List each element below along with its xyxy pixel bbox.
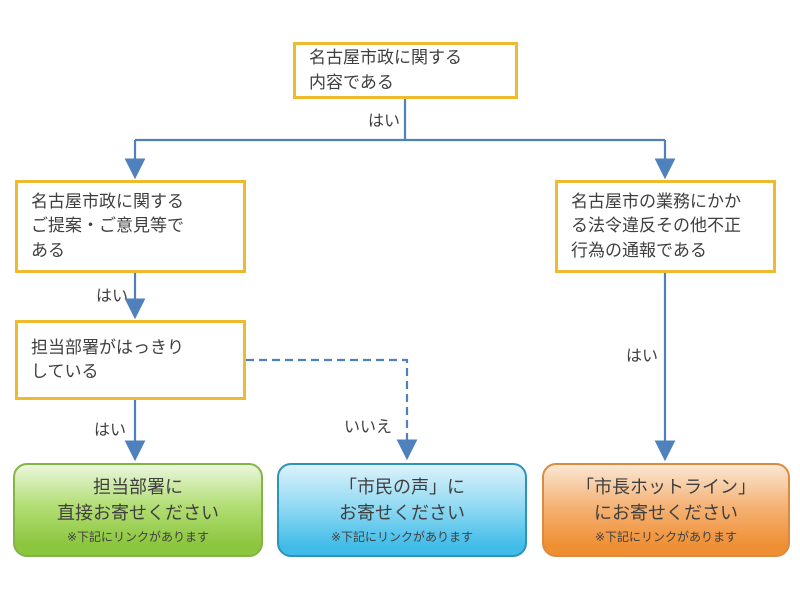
result-mayor-hotline: 「市長ホットライン」 にお寄せください ※下記にリンクがあります [542,463,790,557]
result-department-direct-text: 担当部署に 直接お寄せください [57,476,219,523]
decision-department-clear: 担当部署がはっきり している [15,320,246,400]
result-citizen-voice-note: ※下記にリンクがあります [330,530,474,545]
edge-label-yes-proposal: はい [95,288,128,305]
decision-root: 名古屋市政に関する 内容である [293,42,518,99]
decision-proposal: 名古屋市政に関する ご提案・ご意見等で ある [15,180,246,273]
edge-label-yes-root: はい [367,113,400,130]
result-mayor-hotline-note: ※下記にリンクがあります [594,530,738,545]
result-citizen-voice: 「市民の声」に お寄せください ※下記にリンクがあります [277,463,527,557]
edge-label-yes-violation: はい [625,348,658,365]
result-department-direct-note: ※下記にリンクがあります [66,530,210,545]
decision-violation-text: 名古屋市の業務にかか る法令違反その他不正 行為の通報である [571,192,741,260]
edge-no-dashed [246,358,418,461]
decision-root-text: 名古屋市政に関する 内容である [309,48,462,92]
decision-violation: 名古屋市の業務にかか る法令違反その他不正 行為の通報である [555,180,776,273]
decision-department-clear-text: 担当部署がはっきり している [31,337,184,381]
result-citizen-voice-text: 「市民の声」に お寄せください [339,476,465,523]
result-mayor-hotline-text: 「市長ホットライン」 にお寄せください [576,476,756,523]
decision-proposal-text: 名古屋市政に関する ご提案・ご意見等で ある [31,192,184,260]
result-department-direct: 担当部署に 直接お寄せください ※下記にリンクがあります [13,463,263,557]
edge-label-yes-department: はい [93,422,126,439]
edge-label-no: いいえ [343,419,392,436]
